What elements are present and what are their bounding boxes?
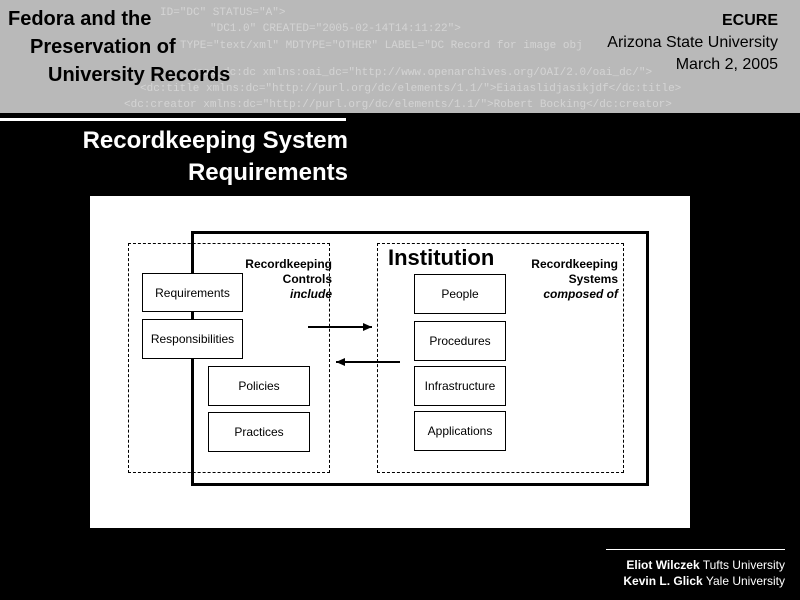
- system-box-procedures: Procedures: [414, 321, 506, 361]
- connector-arrows: [308, 323, 400, 366]
- systems-label-line1: Recordkeeping: [531, 257, 618, 271]
- system-box-infrastructure: Infrastructure: [414, 366, 506, 406]
- title-divider: [0, 118, 346, 121]
- background-code-line: <oai_dc:dc xmlns:oai_dc="http://www.open…: [190, 67, 653, 79]
- system-box-applications: Applications: [414, 411, 506, 451]
- header-banner: ID="DC" STATUS="A"> "DC1.0" CREATED="200…: [0, 0, 800, 113]
- institution-label: Institution: [388, 245, 495, 270]
- author-credit-2: Kevin L. Glick Yale University: [623, 573, 785, 589]
- background-code-line: TYPE="text/xml" MDTYPE="OTHER" LABEL="DC…: [180, 40, 583, 52]
- systems-label: Recordkeeping Systems composed of: [531, 257, 618, 302]
- controls-label-line3: include: [289, 287, 332, 301]
- conference-name: ECURE: [721, 12, 778, 29]
- author1-affiliation: Tufts University: [702, 558, 785, 572]
- recordkeeping-diagram: Recordkeeping Controls include Instituti…: [90, 196, 690, 528]
- author2-affiliation: Yale University: [705, 574, 785, 588]
- control-box-policies: Policies: [208, 366, 310, 406]
- controls-label-line2: Controls: [282, 272, 332, 286]
- control-box-practices: Practices: [208, 412, 310, 452]
- background-code-line: "DC1.0" CREATED="2005-02-14T14:11:22">: [210, 23, 461, 35]
- systems-group: [377, 243, 624, 473]
- controls-group: [128, 243, 330, 473]
- author1-name: Eliot Wilczek: [626, 558, 700, 572]
- systems-label-line3: composed of: [543, 287, 618, 301]
- controls-label-line1: Recordkeeping: [245, 257, 332, 271]
- institution-name: Arizona State University: [607, 34, 778, 51]
- presentation-date: March 2, 2005: [675, 56, 778, 73]
- control-box-responsibilities: Responsibilities: [142, 319, 243, 359]
- slide-title-line1: Recordkeeping System: [82, 127, 348, 154]
- footer-divider: [606, 549, 785, 550]
- author2-name: Kevin L. Glick: [623, 574, 703, 588]
- author-credit-1: Eliot Wilczek Tufts University: [626, 557, 785, 573]
- presentation-title-line1: Fedora and the: [8, 8, 152, 30]
- control-box-requirements: Requirements: [142, 273, 243, 312]
- background-code-line: ID="DC" STATUS="A">: [160, 7, 286, 19]
- background-code-line: <dc:creator xmlns:dc="http://purl.org/dc…: [124, 99, 672, 111]
- controls-label: Recordkeeping Controls include: [245, 257, 332, 302]
- presentation-title-line2: Preservation of: [30, 36, 176, 58]
- background-code-line: <dc:title xmlns:dc="http://purl.org/dc/e…: [140, 83, 682, 95]
- systems-label-line2: Systems: [568, 272, 618, 286]
- presentation-title-line3: University Records: [48, 64, 231, 86]
- slide-title-line2: Requirements: [187, 159, 348, 186]
- system-box-people: People: [414, 274, 506, 314]
